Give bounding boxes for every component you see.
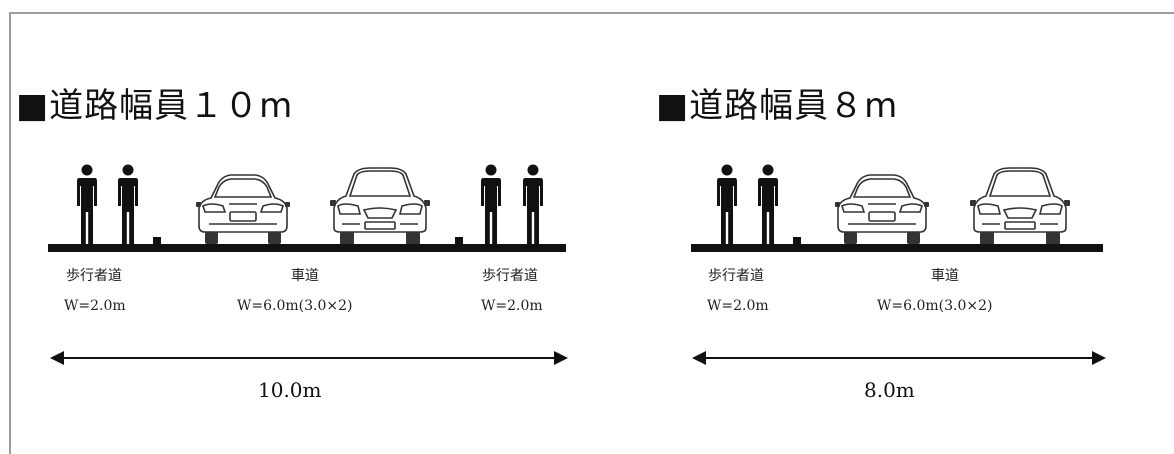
total-width-label: 8.0m — [864, 378, 915, 402]
roadway-label: 車道 — [931, 268, 959, 284]
sidewalk-label-left: 歩行者道 — [66, 268, 122, 284]
road-surface — [691, 244, 1103, 252]
curb — [455, 237, 463, 245]
pedestrian-icon — [757, 164, 779, 246]
car-rear-icon — [195, 170, 291, 246]
pedestrian-icon — [716, 164, 738, 246]
car-front-icon — [330, 166, 430, 246]
sidewalk-label: 歩行者道 — [708, 268, 764, 284]
car-front-icon — [970, 166, 1070, 246]
pedestrian-icon — [522, 164, 544, 246]
road-section-8m: ■道路幅員８m 歩行者道 車道 W=2.0m W=6.0m(3.0×2) 8.0… — [640, 0, 1174, 454]
section-title: ■道路幅員１０m — [16, 86, 294, 126]
curb — [793, 237, 801, 245]
roadway-width: W=6.0m(3.0×2) — [877, 298, 993, 314]
pedestrian-icon — [117, 164, 139, 246]
pedestrian-icon — [76, 164, 98, 246]
total-width-arrow — [692, 351, 1106, 365]
road-section-10m: ■道路幅員１０m 歩行者道 車道 歩行者道 W=2.0m W=6.0m(3.0×… — [16, 86, 568, 402]
curb — [153, 237, 161, 245]
car-rear-icon — [834, 170, 930, 246]
sidewalk-label-right: 歩行者道 — [482, 268, 538, 284]
sidewalk-width-left: W=2.0m — [64, 298, 126, 314]
section-title: ■道路幅員８m — [656, 86, 899, 126]
sidewalk-width: W=2.0m — [707, 298, 769, 314]
pedestrian-icon — [480, 164, 502, 246]
sidewalk-width-right: W=2.0m — [481, 298, 543, 314]
roadway-label: 車道 — [291, 268, 319, 284]
total-width-label: 10.0m — [258, 378, 322, 402]
figure-frame — [9, 12, 1174, 454]
road-surface — [48, 244, 566, 252]
total-width-arrow — [50, 351, 568, 365]
roadway-width: W=6.0m(3.0×2) — [237, 298, 353, 314]
